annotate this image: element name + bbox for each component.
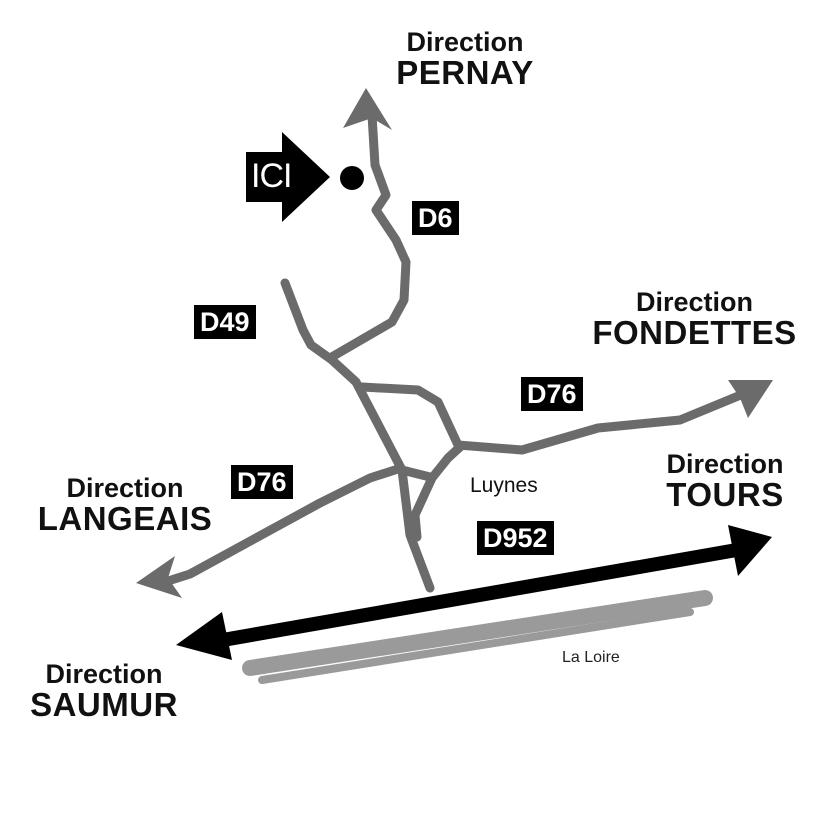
arrow-pernay-icon [343,88,392,130]
road-label-d76-east: D76 [521,377,583,411]
direction-label: Direction [635,287,754,317]
road-luynes-link [410,442,465,542]
minor-roads [160,110,753,593]
road-d76-west [160,464,435,587]
direction-langeais: Direction LANGEAIS [20,474,230,537]
destination-name: TOURS [666,476,784,514]
road-loop [357,382,463,450]
arrow-tours-icon [728,525,772,576]
destination-name: LANGEAIS [37,500,213,538]
direction-label: Direction [45,659,163,689]
location-dot-icon [340,166,364,190]
road-label-d49: D49 [194,305,256,339]
river-loire [242,590,713,684]
road-label-d6: D6 [412,201,459,235]
destination-name: PERNAY [396,54,534,92]
road-d952 [176,525,772,660]
destination-name: SAUMUR [30,686,178,724]
direction-label: Direction [66,473,184,503]
ici-arrow-icon [246,132,330,222]
arrow-saumur-icon [176,612,232,660]
road-d6 [325,110,411,363]
direction-saumur: Direction SAUMUR [14,660,194,723]
road-label-d76-west: D76 [231,465,293,499]
road-d49 [280,278,435,593]
direction-tours: Direction TOURS [640,450,810,513]
road-label-d952: D952 [477,521,554,555]
ici-label: ICI [251,157,292,195]
town-luynes: Luynes [470,474,538,497]
road-d76-east [453,387,753,455]
direction-label: Direction [666,449,784,479]
direction-fondettes: Direction FONDETTES [572,288,817,351]
direction-label: Direction [406,27,524,57]
river-label: La Loire [562,649,620,666]
arrow-fondettes-icon [728,380,773,418]
destination-name: FONDETTES [592,314,797,352]
arrow-langeais-icon [136,556,182,598]
direction-pernay: Direction PERNAY [380,28,550,91]
